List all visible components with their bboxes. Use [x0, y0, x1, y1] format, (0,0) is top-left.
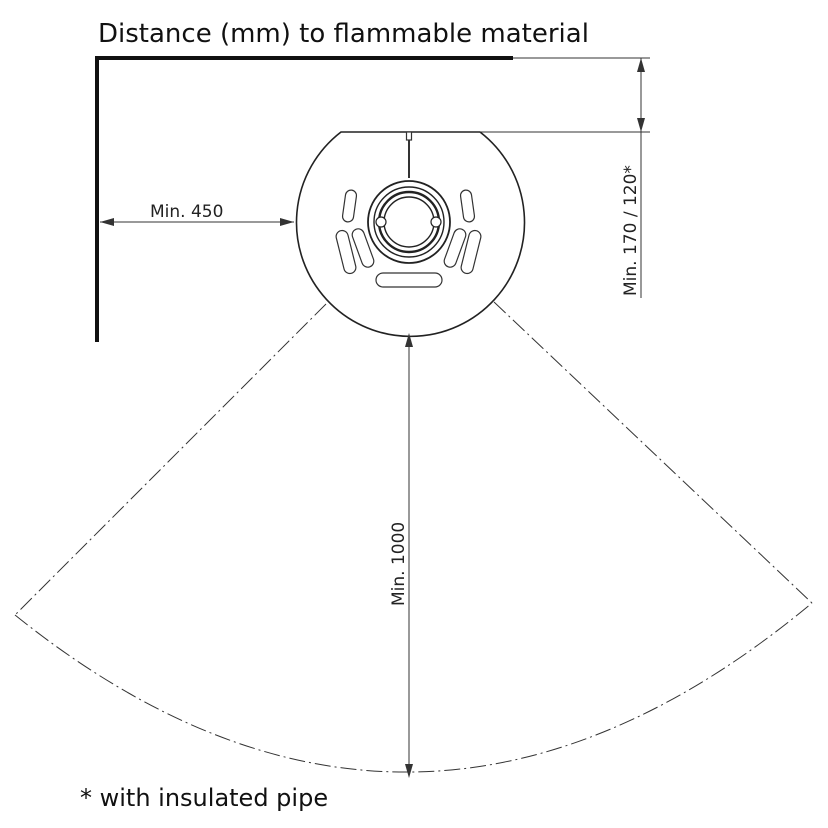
side-clearance-dimension: Min. 450 [100, 202, 294, 226]
rear-clearance-dimension: Min. 170 / 120* [480, 57, 650, 298]
front-clearance-sector [14, 301, 813, 773]
front-clearance-label: Min. 1000 [389, 522, 409, 606]
footnote: * with insulated pipe [80, 784, 328, 812]
side-clearance-label: Min. 450 [150, 202, 223, 222]
wall-corner [95, 56, 513, 342]
rear-clearance-label: Min. 170 / 120* [621, 165, 641, 296]
front-clearance-dimension: Min. 1000 [389, 333, 413, 778]
stove-body [295, 131, 526, 338]
diagram-title: Distance (mm) to flammable material [98, 19, 589, 49]
